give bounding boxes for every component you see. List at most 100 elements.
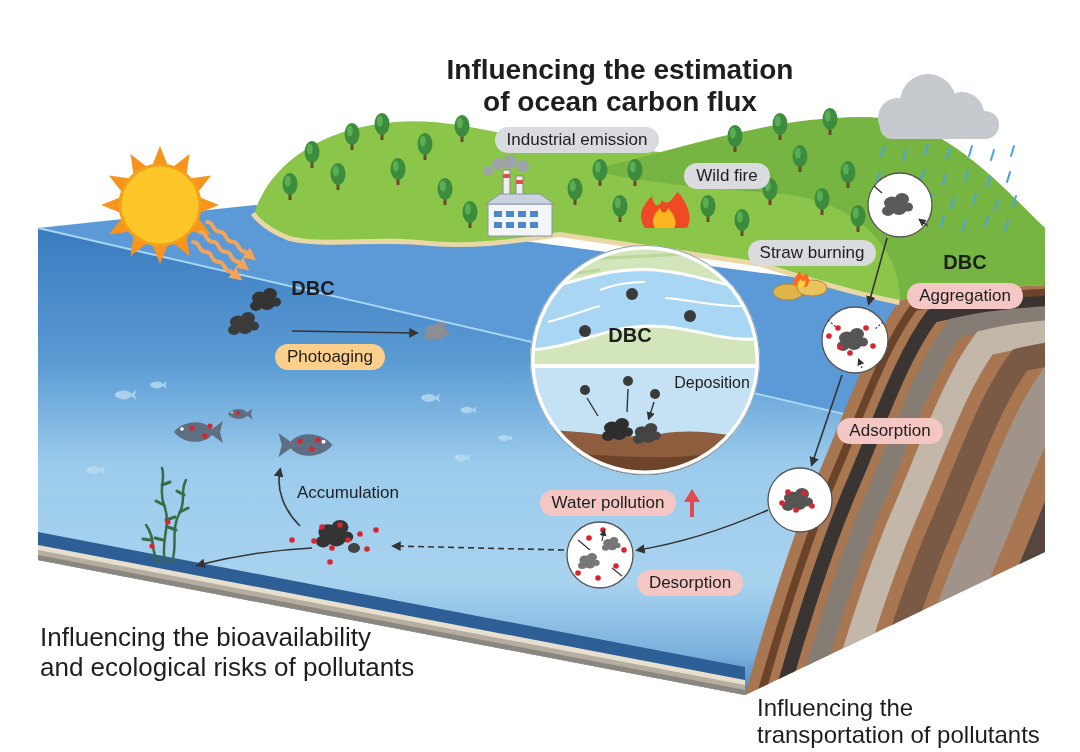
- adsorption-circle-part: [837, 344, 843, 350]
- view-label-holder: DBC: [608, 323, 651, 347]
- trees-part: [345, 123, 360, 150]
- tag-text: Photoaging: [287, 347, 373, 367]
- transport-arrow-part: [638, 510, 768, 550]
- fish-part: [189, 411, 320, 452]
- adsorption-circle-part: [837, 328, 868, 351]
- sun: [101, 146, 219, 264]
- trees-part: [851, 205, 866, 232]
- tag-text: Industrial emission: [507, 130, 648, 150]
- adsorption-circle-part: [847, 350, 853, 356]
- loaded-particle-circle: [768, 468, 832, 532]
- accumulated-particles-part: [337, 522, 343, 528]
- tag-text: Straw burning: [760, 243, 865, 263]
- loaded-particle-circle-part: [793, 507, 799, 513]
- sun-part: [101, 197, 121, 213]
- trees: [283, 108, 866, 236]
- desorption-circle-part: [575, 527, 627, 581]
- particle-label-holder: DBC: [943, 250, 986, 274]
- magnified-river-part: [602, 418, 633, 441]
- trees-part: [613, 195, 628, 222]
- adsorption-circle-part: [826, 325, 876, 356]
- magnified-river-part: [528, 364, 764, 368]
- desorption-circle-part: [567, 522, 633, 588]
- process-tag: Photoaging: [275, 344, 385, 370]
- sun-part: [199, 197, 219, 213]
- loaded-particle-circle-part: [801, 490, 807, 496]
- magnifier-rim: [531, 246, 760, 475]
- sun-part: [152, 146, 168, 166]
- fish-part: [189, 425, 194, 430]
- wildfire-part: [641, 192, 690, 228]
- dbc-particles: [228, 288, 449, 340]
- trees-part: [823, 108, 838, 135]
- trees-part: [375, 113, 390, 140]
- desorption-circle-part: [586, 535, 592, 541]
- soil-face-part: [960, 393, 1080, 752]
- adsorption-circle-part: [822, 307, 888, 373]
- trees-part: [841, 161, 856, 188]
- factory-part: [492, 158, 504, 170]
- accumulated-particles-part: [329, 545, 335, 551]
- accumulated-particles-part: [289, 522, 379, 565]
- theme-heading: Influencing the bioavailability and ecol…: [40, 622, 417, 682]
- accumulated-particles-part: [345, 537, 351, 543]
- accumulated-particles-part: [373, 527, 379, 533]
- sediment-layers-part: [38, 532, 745, 695]
- increase-arrow: [684, 489, 700, 517]
- wildfire: [641, 192, 690, 228]
- photoaging-arrow: [292, 331, 416, 333]
- soil-face-part: [1010, 418, 1080, 752]
- sun-part: [120, 165, 200, 245]
- straw-burning-part: [793, 271, 809, 287]
- fish-school: [85, 381, 512, 474]
- sediment-layers-part: [38, 550, 745, 695]
- accumulated-particles-part: [327, 559, 333, 565]
- process-tag: Desorption: [637, 570, 743, 596]
- water-front-face: [38, 228, 870, 695]
- magnified-view: DBCDeposition: [530, 245, 760, 475]
- magnifier-outline: [530, 245, 760, 475]
- straw-burning-part: [798, 279, 806, 287]
- tag-text: Desorption: [649, 573, 731, 593]
- trees-part: [331, 163, 346, 190]
- fish-part: [279, 433, 333, 457]
- trees-part: [438, 178, 453, 205]
- desorption-circle-part: [578, 531, 622, 576]
- desorption-circle-part: [621, 547, 627, 553]
- fish-part: [297, 438, 302, 443]
- soil-face: [745, 285, 1080, 752]
- cloud: [878, 74, 999, 139]
- factory-part: [503, 155, 517, 169]
- sunlight-arrow: [192, 221, 252, 278]
- source-tag: Straw burning: [748, 240, 877, 266]
- transport-arrow-part: [394, 546, 564, 550]
- transport-arrow-part: [198, 548, 312, 565]
- fish-school-part: [150, 381, 167, 389]
- fish: [174, 409, 332, 458]
- magnified-river-part: [587, 389, 654, 418]
- straw-burning-part: [797, 280, 827, 296]
- fish-part: [228, 409, 253, 420]
- title-holder: Influencing the estimation of ocean carb…: [446, 54, 795, 118]
- accumulated-particles-part: [348, 543, 360, 553]
- aggregation-circle: [868, 173, 932, 237]
- factory-part: [494, 211, 538, 228]
- accumulated-particles-part: [316, 520, 353, 548]
- adsorption-circle-part: [828, 320, 883, 368]
- fish-school-part: [85, 466, 105, 475]
- fish-part: [236, 411, 240, 415]
- tag-text: Aggregation: [919, 286, 1011, 306]
- theme-heading-holder: Influencing the transportation of pollut…: [757, 694, 1042, 748]
- seaweed-part: [149, 543, 154, 548]
- theme-heading-holder: Influencing the bioavailability and ecol…: [40, 622, 417, 682]
- seaweed-part: [146, 525, 158, 562]
- desorption-circle-part: [602, 537, 621, 551]
- particle-label: DBC: [608, 323, 651, 347]
- factory-part: [503, 174, 510, 178]
- particle-label: DBC: [291, 276, 334, 300]
- magnified-river-part: [548, 282, 748, 322]
- cloud-part: [880, 115, 992, 139]
- trees-part: [568, 178, 583, 205]
- loaded-particle-circle-part: [779, 500, 785, 506]
